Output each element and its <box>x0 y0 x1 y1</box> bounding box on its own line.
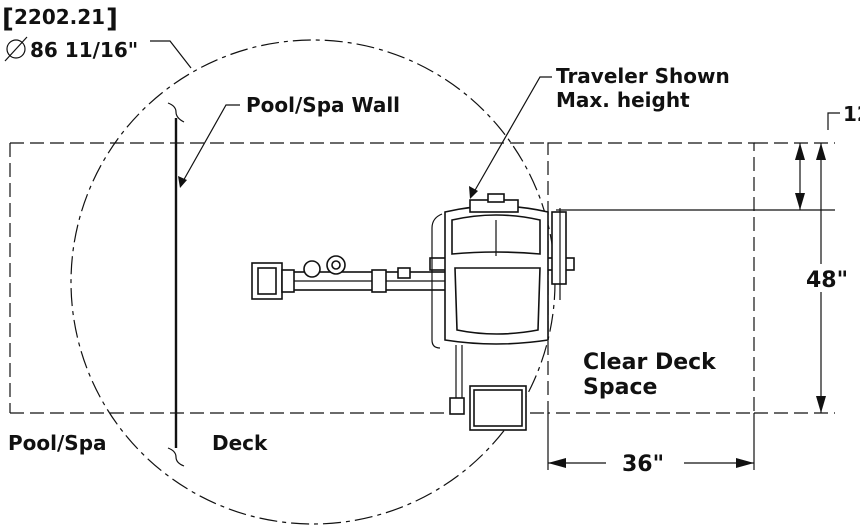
width-dimension <box>547 413 755 470</box>
diameter-leader <box>150 40 192 69</box>
diameter-icon <box>4 36 28 62</box>
traveler-leader <box>469 76 552 199</box>
clear-deck-space-box <box>547 142 755 414</box>
clear-deck-label-line2: Space <box>583 375 657 400</box>
traveler-label-line2: Max. height <box>556 88 690 112</box>
wall-leader <box>178 104 240 188</box>
pool-side-label: Pool/Spa <box>8 431 107 455</box>
diameter-in-value: 86 11/16" <box>30 38 138 62</box>
top-offset-dimension <box>556 112 840 211</box>
diameter-mm-value: 2202.21 <box>14 5 105 29</box>
clear-deck-label-line1: Clear Deck <box>583 350 717 375</box>
depth-dimension <box>816 143 826 413</box>
lift-mechanism <box>251 193 575 431</box>
pool-spa-wall <box>167 102 185 467</box>
wall-label: Pool/Spa Wall <box>246 93 400 117</box>
deck-side-label: Deck <box>212 431 268 455</box>
diameter-mm-bracket-open: [ <box>2 4 14 34</box>
top-offset-label: 12" <box>843 102 860 126</box>
diameter-mm-bracket-close: ] <box>106 4 118 34</box>
traveler-label-line1: Traveler Shown <box>556 64 730 88</box>
width-label: 36" <box>622 452 664 477</box>
depth-label: 48" <box>806 268 848 293</box>
